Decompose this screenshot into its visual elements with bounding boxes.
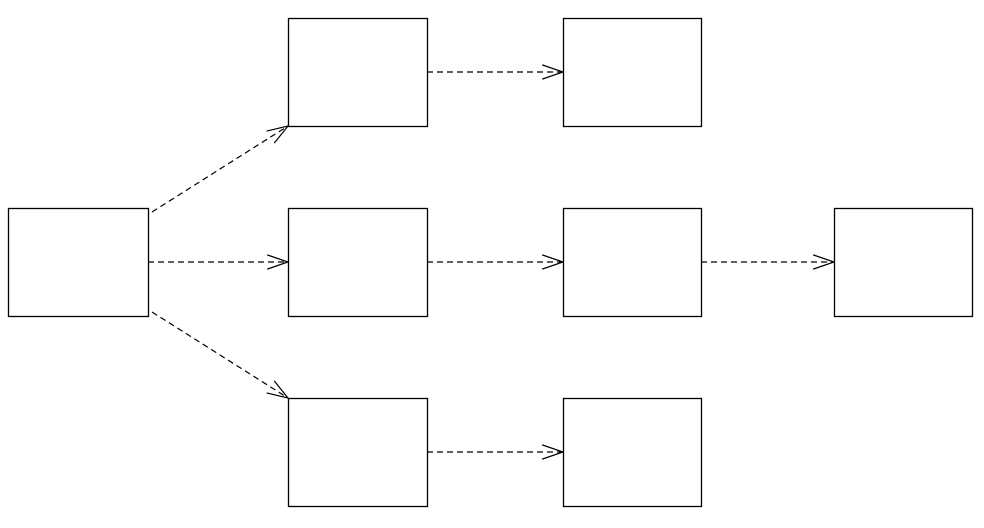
node-mid-3 [833,207,974,318]
edge-source-to-mid-1 [148,254,290,270]
node-box [287,207,429,318]
node-mid-1 [287,207,429,318]
edges-layer [148,64,836,460]
edge-mid-2-to-mid-3 [701,254,836,270]
node-box [562,207,703,318]
node-top-1 [287,17,429,128]
edge-top-1-to-top-2 [427,64,565,80]
node-source [7,207,150,318]
node-bottom-2 [562,397,703,508]
edge-bottom-1-to-bottom-2 [427,444,565,460]
node-box [833,207,974,318]
node-box [562,17,703,128]
nodes-layer [7,17,974,508]
node-box [287,17,429,128]
edge-mid-1-to-mid-2 [427,254,565,270]
edge-line [151,311,289,399]
node-box [287,397,429,508]
node-box [7,207,150,318]
node-top-2 [562,17,703,128]
node-mid-2 [562,207,703,318]
arrowhead-icon [266,380,290,399]
edge-source-to-top-1 [151,125,290,213]
edge-line [151,125,289,213]
edge-source-to-bottom-1 [151,311,290,399]
node-bottom-1 [287,397,429,508]
arrowhead-icon [266,125,290,144]
node-box [562,397,703,508]
